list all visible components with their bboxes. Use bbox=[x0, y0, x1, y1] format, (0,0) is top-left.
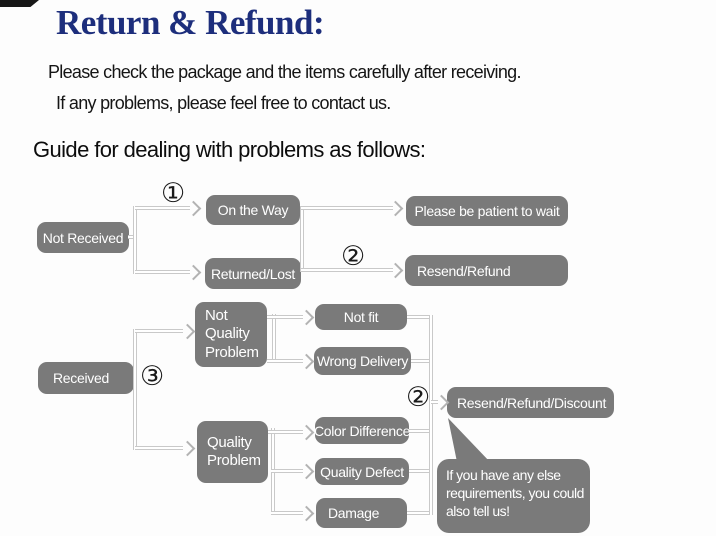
node-not-received: Not Received bbox=[37, 222, 129, 253]
connector-line bbox=[135, 329, 183, 333]
node-not-fit: Not fit bbox=[315, 304, 407, 330]
connector-line bbox=[409, 469, 429, 473]
node-quality-defect: Quality Defect bbox=[315, 458, 409, 485]
arrowhead-icon bbox=[298, 309, 315, 326]
page-title: Return & Refund: bbox=[56, 3, 325, 42]
intro-line-2: If any problems, please feel free to con… bbox=[56, 93, 391, 113]
connector-line bbox=[431, 400, 438, 404]
step-label-1: ① bbox=[161, 178, 186, 209]
note-bubble-tail bbox=[448, 418, 490, 462]
connector-line bbox=[411, 359, 429, 363]
node-returned-lost: Returned/Lost bbox=[205, 258, 301, 289]
node-damage: Damage bbox=[316, 498, 407, 528]
arrowhead-icon bbox=[298, 353, 315, 370]
connector-line bbox=[128, 235, 137, 239]
connector-line bbox=[409, 429, 429, 433]
connector-line bbox=[133, 329, 137, 450]
note-bubble-text: If you have any else requirements, you c… bbox=[446, 467, 584, 519]
intro-line-1: Please check the package and the items c… bbox=[48, 62, 521, 82]
node-wrong-delivery: Wrong Delivery bbox=[314, 347, 411, 375]
arrowhead-icon bbox=[298, 505, 315, 522]
step-label-3: ③ bbox=[140, 361, 165, 392]
node-on-the-way: On the Way bbox=[206, 195, 300, 225]
arrowhead-icon bbox=[387, 200, 404, 217]
connector-line bbox=[407, 511, 429, 515]
connector-line bbox=[133, 206, 137, 274]
connector-line bbox=[135, 446, 183, 450]
connector-line bbox=[300, 206, 304, 272]
arrowhead-icon bbox=[179, 323, 196, 340]
node-not-quality-problem: Not Quality Problem bbox=[195, 302, 267, 367]
connector-line bbox=[267, 315, 303, 319]
connector-line bbox=[267, 359, 303, 363]
arrowhead-icon bbox=[185, 200, 202, 217]
node-received: Received bbox=[38, 362, 134, 394]
connector-line bbox=[268, 430, 303, 434]
note-bubble: If you have any else requirements, you c… bbox=[437, 459, 590, 533]
connector-line bbox=[271, 511, 303, 515]
guide-heading: Guide for dealing with problems as follo… bbox=[33, 137, 426, 162]
arrowhead-icon bbox=[298, 463, 315, 480]
arrowhead-icon bbox=[185, 264, 202, 281]
connector-line bbox=[429, 315, 433, 515]
connector-line bbox=[271, 469, 303, 473]
step-label-2-bottom: ② bbox=[406, 382, 431, 413]
connector-line bbox=[301, 268, 393, 272]
connector-line bbox=[301, 206, 393, 210]
step-label-2-top: ② bbox=[341, 241, 366, 272]
arrowhead-icon bbox=[387, 262, 404, 279]
decorative-corner-bar bbox=[0, 0, 39, 7]
arrowhead-icon bbox=[298, 424, 315, 441]
arrowhead-icon bbox=[179, 440, 196, 457]
node-color-difference: Color Difference bbox=[314, 417, 410, 444]
node-please-be-patient: Please be patient to wait bbox=[406, 196, 568, 226]
connector-line bbox=[135, 270, 190, 274]
connector-line bbox=[135, 206, 190, 210]
connector-line bbox=[407, 315, 429, 319]
node-resend-refund: Resend/Refund bbox=[405, 255, 568, 286]
connector-line bbox=[272, 314, 276, 363]
node-resend-refund-discount: Resend/Refund/Discount bbox=[447, 387, 614, 418]
node-quality-problem: Quality Problem bbox=[197, 421, 268, 483]
